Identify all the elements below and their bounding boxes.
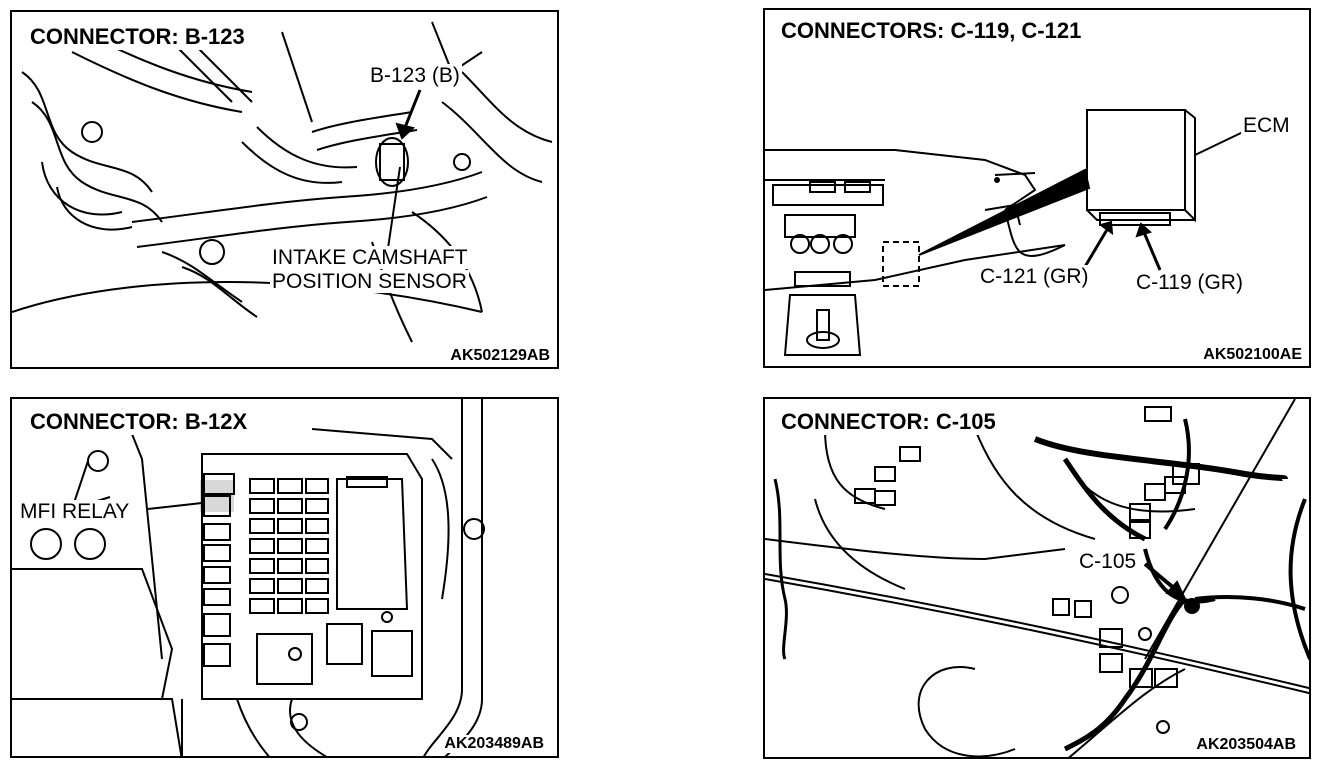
figure-code: AK502100AE bbox=[1200, 346, 1305, 364]
diagram-panel-c105: CONNECTOR: C-105 C-105 AK203504AB bbox=[763, 397, 1311, 759]
panel-title: CONNECTOR: B-12X bbox=[26, 409, 252, 435]
figure-code: AK502129AB bbox=[447, 347, 553, 365]
diagram-panel-b12x: CONNECTOR: B-12X MFI RELAY AK203489AB bbox=[10, 397, 559, 758]
diagram-panel-b123: CONNECTOR: B-123 B-123 (B) INTAKE CAMSHA… bbox=[10, 10, 559, 369]
connector-label-c119: C-119 (GR) bbox=[1134, 271, 1245, 295]
figure-code: AK203489AB bbox=[441, 735, 547, 753]
diagram-panel-c119-c121: CONNECTORS: C-119, C-121 ECM C-121 (GR) … bbox=[763, 8, 1311, 368]
sensor-label-line1: INTAKE CAMSHAFT bbox=[270, 246, 470, 270]
dashboard-ecm-illustration bbox=[765, 109, 1244, 356]
panel-title: CONNECTOR: C-105 bbox=[777, 409, 1000, 435]
engine-bay-illustration bbox=[12, 21, 553, 343]
panel-title: CONNECTOR: B-123 bbox=[26, 24, 249, 50]
wiring-harness-illustration bbox=[765, 399, 1309, 757]
connector-label-b123: B-123 (B) bbox=[368, 64, 462, 88]
connector-label-c105: C-105 bbox=[1077, 550, 1139, 574]
ecm-label: ECM bbox=[1241, 114, 1292, 138]
connector-label-c121: C-121 (GR) bbox=[978, 265, 1091, 289]
sensor-label-line2: POSITION SENSOR bbox=[270, 270, 469, 294]
panel-title: CONNECTORS: C-119, C-121 bbox=[777, 18, 1086, 44]
relay-box-illustration bbox=[12, 399, 485, 756]
figure-code: AK203504AB bbox=[1193, 736, 1299, 754]
relay-label-mfi: MFI RELAY bbox=[18, 500, 132, 524]
